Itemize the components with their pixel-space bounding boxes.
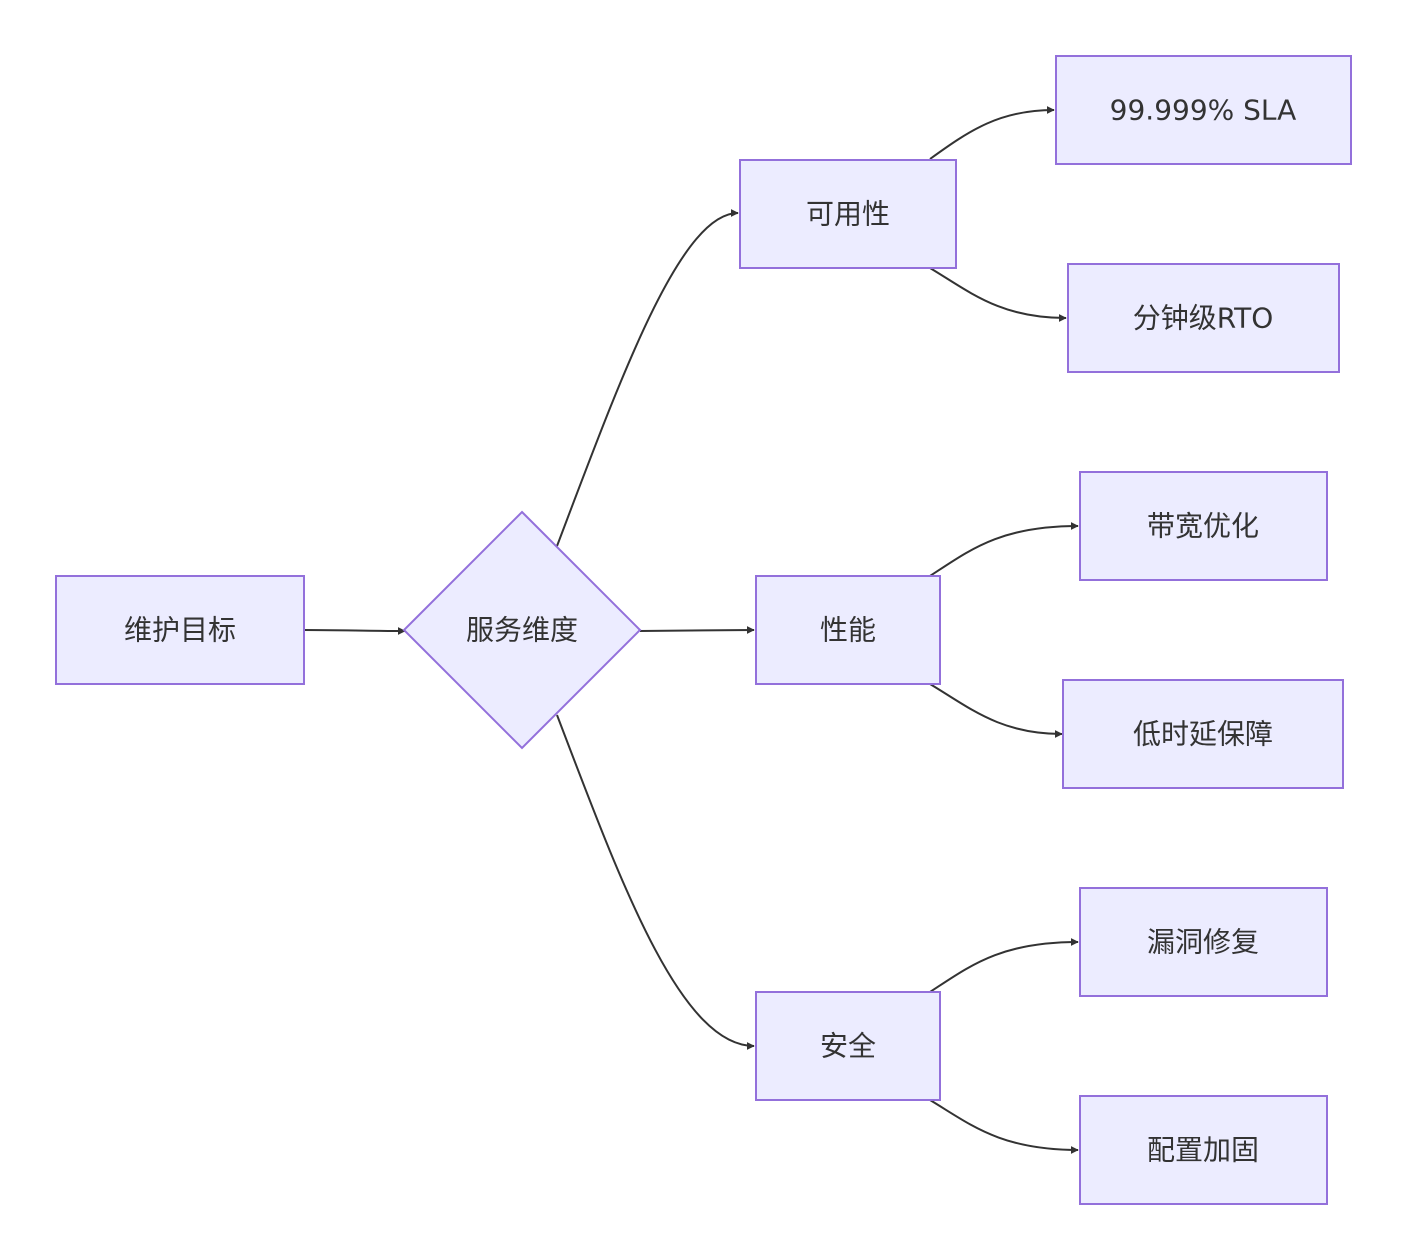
node-avail-box <box>739 159 957 269</box>
node-dim[interactable]: 服务维度 <box>402 510 642 750</box>
node-sec-label: 安全 <box>820 1030 876 1063</box>
node-goal-label: 维护目标 <box>124 614 236 647</box>
node-dim-label: 服务维度 <box>466 614 578 647</box>
edges <box>303 106 1079 1154</box>
edge-dim-to-sec <box>556 714 755 1050</box>
edge-goal-to-dim <box>303 626 406 635</box>
node-rto[interactable]: 分钟级RTO <box>1067 263 1340 373</box>
node-lat-box <box>1062 679 1344 789</box>
edge-avail-to-rto <box>929 267 1067 322</box>
edge-avail-to-sla <box>929 106 1055 160</box>
edge-perf-to-bw <box>929 522 1079 577</box>
node-sec-box <box>755 991 941 1101</box>
node-rto-label: 分钟级RTO <box>1133 302 1274 335</box>
node-sla-label: 99.999% SLA <box>1110 94 1297 127</box>
node-cfg[interactable]: 配置加固 <box>1079 1095 1328 1205</box>
node-sla-box <box>1055 55 1352 165</box>
node-lat[interactable]: 低时延保障 <box>1062 679 1344 789</box>
edge-perf-to-lat <box>929 683 1063 738</box>
node-perf-box <box>755 575 941 685</box>
node-rto-box <box>1067 263 1340 373</box>
node-bw[interactable]: 带宽优化 <box>1079 471 1328 581</box>
node-vuln[interactable]: 漏洞修复 <box>1079 887 1328 997</box>
edge-dim-to-perf <box>639 626 755 635</box>
edge-sec-to-vuln <box>929 938 1079 993</box>
edge-dim-to-avail <box>556 209 739 547</box>
node-sec[interactable]: 安全 <box>755 991 941 1101</box>
edge-sec-to-cfg <box>929 1099 1079 1154</box>
node-bw-label: 带宽优化 <box>1147 510 1259 543</box>
node-bw-box <box>1079 471 1328 581</box>
node-goal-box <box>55 575 305 685</box>
node-goal[interactable]: 维护目标 <box>55 575 305 685</box>
node-dim-diamond <box>402 510 642 750</box>
node-perf[interactable]: 性能 <box>755 575 941 685</box>
node-perf-label: 性能 <box>820 614 876 647</box>
node-cfg-box <box>1079 1095 1328 1205</box>
node-sla[interactable]: 99.999% SLA <box>1055 55 1352 165</box>
node-avail[interactable]: 可用性 <box>739 159 957 269</box>
node-vuln-box <box>1079 887 1328 997</box>
node-vuln-label: 漏洞修复 <box>1147 926 1259 959</box>
node-lat-label: 低时延保障 <box>1133 718 1273 751</box>
node-avail-label: 可用性 <box>806 198 890 231</box>
node-cfg-label: 配置加固 <box>1147 1134 1259 1167</box>
